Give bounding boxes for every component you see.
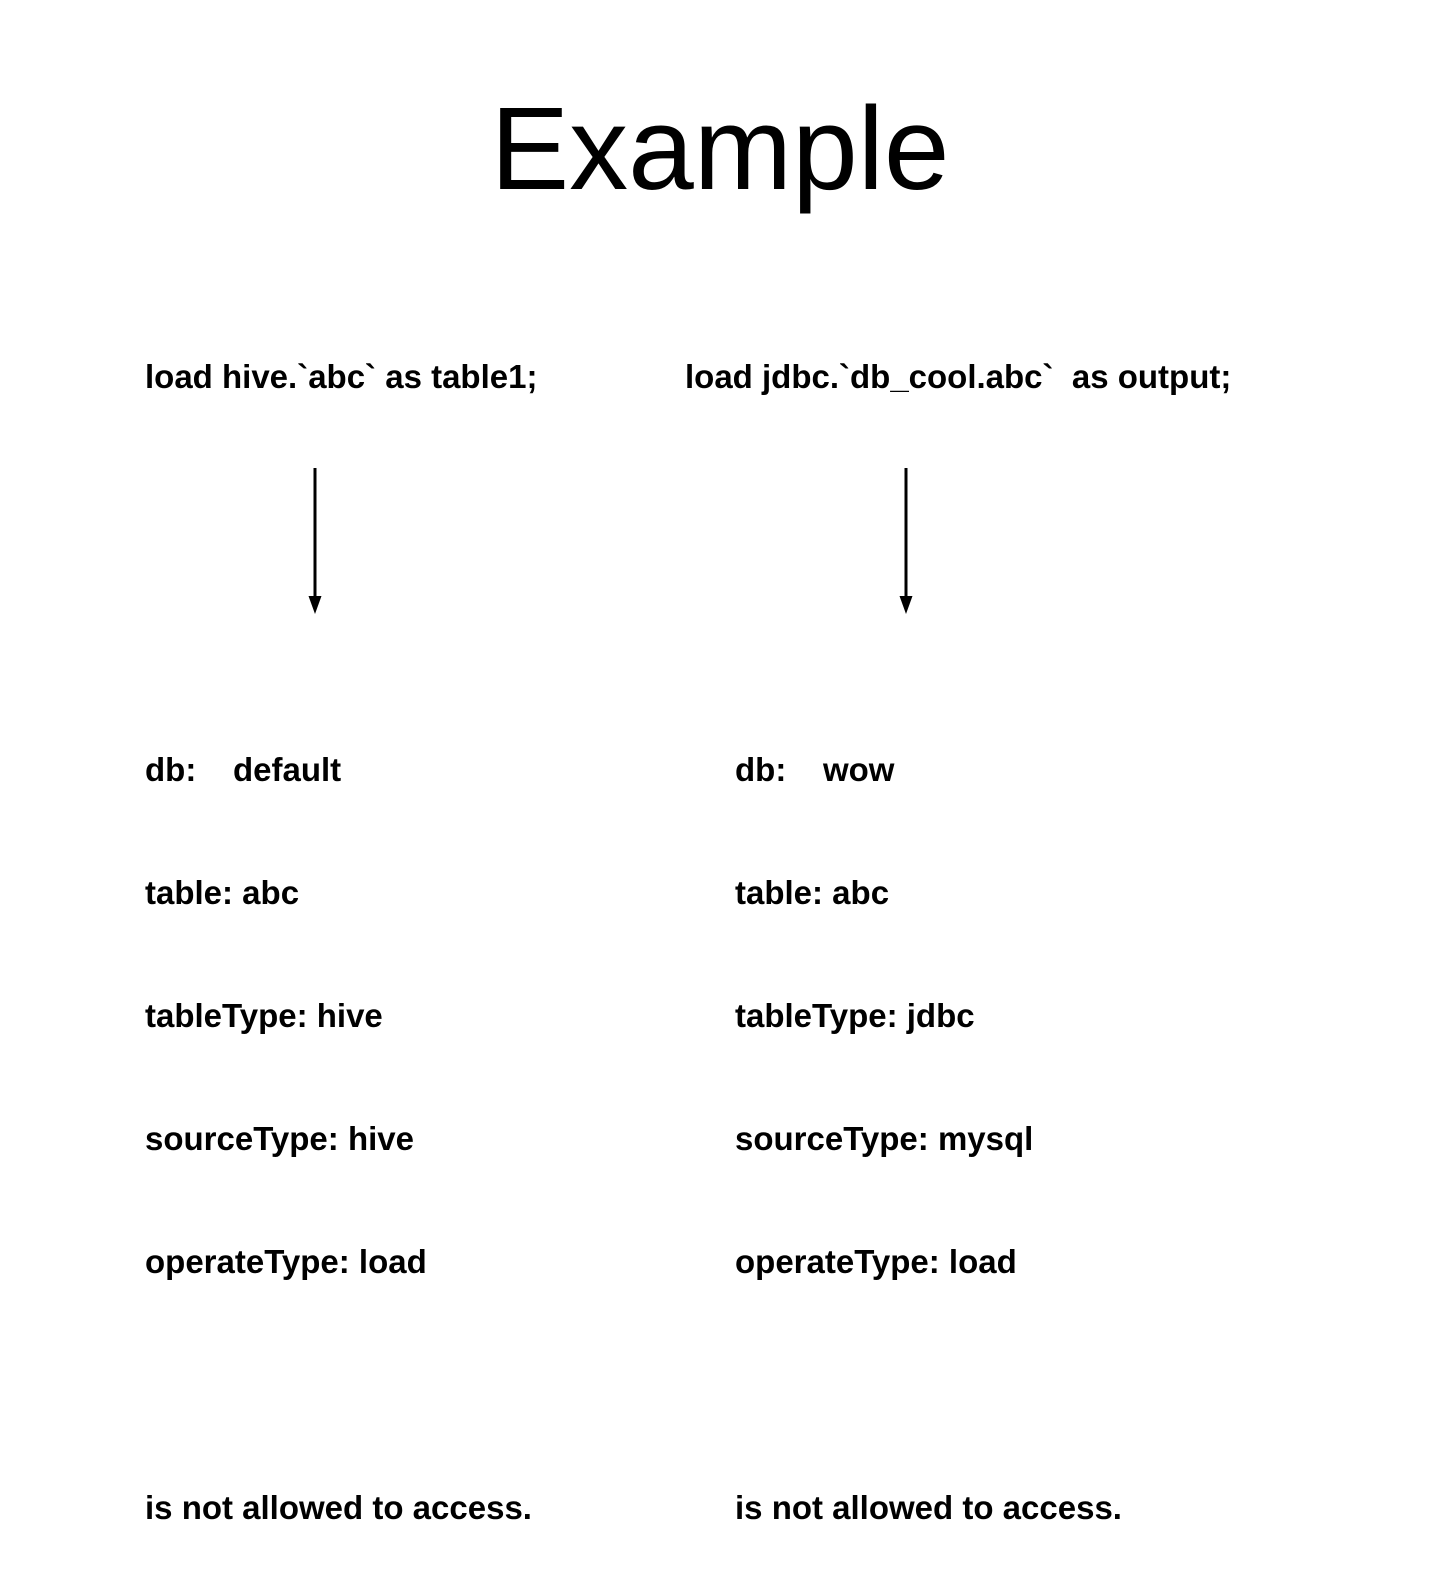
left-load-statement: load hive.`abc` as table1; bbox=[145, 358, 538, 395]
parse-line-tabletype: tableType: jdbc bbox=[735, 997, 975, 1034]
access-note: is not allowed to access. bbox=[735, 1489, 1122, 1526]
parse-line-db: db: default bbox=[145, 751, 342, 788]
right-load-statement: load jdbc.`db_cool.abc` as output; bbox=[685, 358, 1232, 395]
parse-line-table: table: abc bbox=[145, 874, 300, 911]
right-down-arrow-icon bbox=[899, 468, 913, 614]
parse-line-sourcetype: sourceType: mysql bbox=[735, 1120, 1034, 1157]
access-note: is not allowed to access. bbox=[145, 1489, 532, 1526]
parse-line-tabletype: tableType: hive bbox=[145, 997, 383, 1034]
parse-line-table: table: abc bbox=[735, 874, 890, 911]
right-parse-result: db: wow table: abc tableType: jdbc sourc… bbox=[735, 667, 1122, 1569]
slide-title: Example bbox=[490, 83, 950, 215]
blank-line bbox=[735, 1364, 1122, 1405]
parse-line-operatetype: operateType: load bbox=[735, 1243, 1017, 1280]
left-parse-result: db: default table: abc tableType: hive s… bbox=[145, 667, 532, 1569]
left-down-arrow-icon bbox=[308, 468, 322, 614]
slide: { "slide": { "title": "Example", "colors… bbox=[145, 83, 1232, 1526]
parse-line-operatetype: operateType: load bbox=[145, 1243, 427, 1280]
blank-line bbox=[145, 1364, 532, 1405]
parse-line-sourcetype: sourceType: hive bbox=[145, 1120, 414, 1157]
parse-line-db: db: wow bbox=[735, 751, 895, 788]
